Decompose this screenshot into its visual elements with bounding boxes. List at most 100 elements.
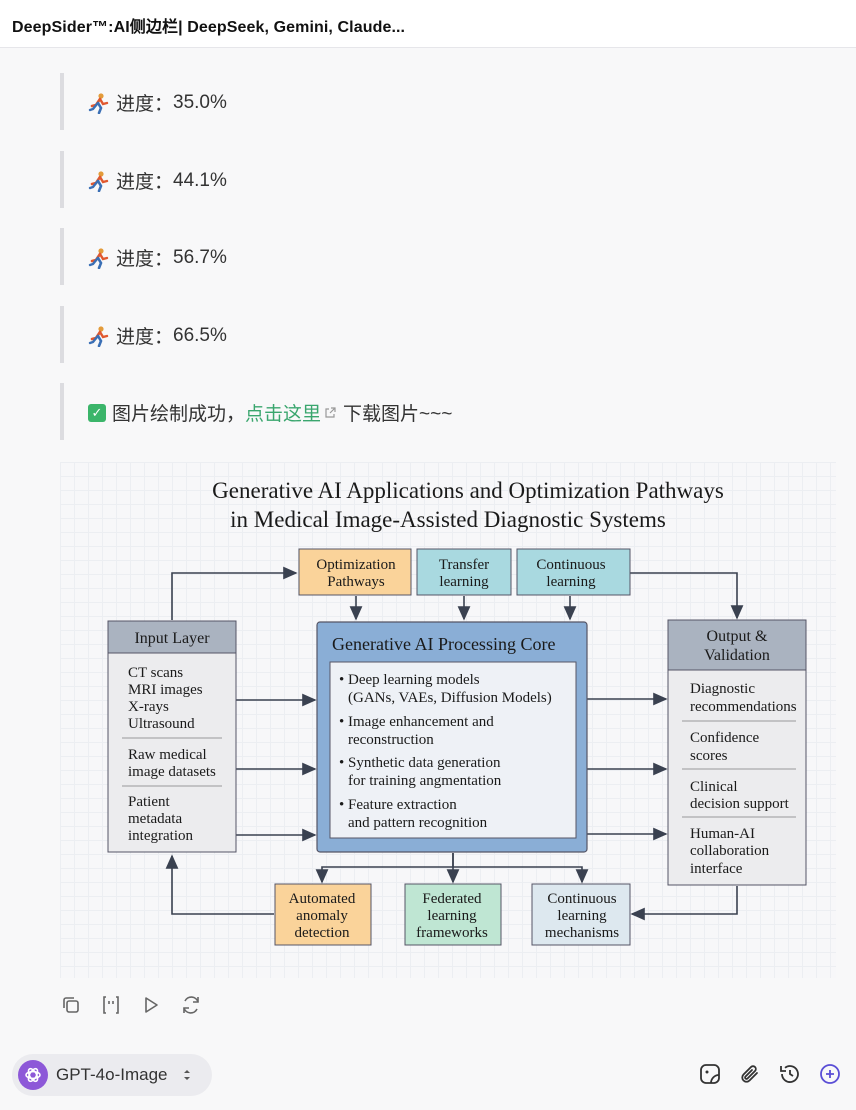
success-block: ✓ 图片绘制成功， 点击这里 下载图片~~~ [60, 383, 480, 440]
bottom-box-federated: Federated learning frameworks [404, 883, 502, 946]
running-person-icon [88, 92, 109, 114]
output-item: scores [690, 748, 728, 764]
progress-label: 进度： [116, 94, 174, 115]
app-title: DeepSider™:AI侧边栏| DeepSeek, Gemini, Clau… [12, 19, 406, 36]
sort-chevrons-icon [183, 1070, 190, 1080]
top-box-continuous: Continuous learning [516, 548, 631, 596]
input-item: CT scans [128, 665, 183, 681]
core-item: Synthetic data generation [348, 755, 501, 771]
svg-text:•: • [339, 755, 344, 771]
bottom-box-text: detection [295, 925, 350, 941]
top-box-text: Transfer [439, 557, 489, 573]
input-item: image datasets [128, 764, 216, 780]
core-item: and pattern recognition [348, 815, 488, 831]
bottom-box-text: anomaly [296, 908, 348, 924]
input-item: X-rays [128, 699, 169, 715]
output-item: recommendations [690, 699, 797, 715]
check-mark-icon: ✓ [88, 403, 106, 422]
input-layer-box: Input Layer CT scans MRI images X-rays U… [107, 620, 237, 853]
top-box-text: learning [439, 574, 489, 590]
top-box-text: Optimization [316, 557, 396, 573]
bottom-box-text: learning [557, 908, 607, 924]
progress-value: 44.1% [173, 169, 227, 191]
progress-block: 进度：35.0% [60, 73, 480, 130]
core-item: Feature extraction [348, 797, 457, 813]
model-name: GPT-4o-Image [56, 1065, 168, 1084]
output-item: decision support [690, 796, 790, 812]
sticker-icon[interactable] [698, 1062, 722, 1086]
bottom-box-text: mechanisms [545, 925, 619, 941]
bottom-box-continuous: Continuous learning mechanisms [531, 883, 631, 946]
openai-logo-icon [18, 1060, 48, 1090]
top-box-text: Pathways [327, 574, 385, 590]
core-item: Deep learning models [348, 672, 480, 688]
quote-icon[interactable] [100, 994, 122, 1016]
model-selector[interactable]: GPT-4o-Image [12, 1054, 212, 1096]
top-box-text: Continuous [536, 557, 605, 573]
history-icon[interactable] [778, 1062, 802, 1086]
new-chat-icon[interactable] [818, 1062, 842, 1086]
attach-icon[interactable] [738, 1062, 762, 1086]
core-title: Generative AI Processing Core [332, 634, 555, 654]
progress-label: 进度： [116, 327, 174, 348]
success-text-after: 下载图片~~~ [343, 404, 453, 425]
progress-value: 66.5% [173, 324, 227, 346]
output-item: Confidence [690, 730, 759, 746]
output-item: Clinical [690, 779, 738, 795]
copy-icon[interactable] [60, 994, 82, 1016]
input-item: Patient [128, 794, 170, 810]
progress-label: 进度： [116, 249, 174, 270]
input-item: Raw medical [128, 747, 207, 763]
bottom-box-text: frameworks [416, 925, 488, 941]
core-item: reconstruction [348, 732, 434, 748]
progress-label: 进度： [116, 172, 174, 193]
running-person-icon [88, 170, 109, 192]
input-item: metadata [128, 811, 182, 827]
svg-text:•: • [339, 672, 344, 688]
refresh-icon[interactable] [180, 994, 202, 1016]
output-title: Validation [704, 647, 770, 664]
running-person-icon [88, 325, 109, 347]
generated-diagram-image[interactable]: Generative AI Applications and Optimizat… [60, 462, 836, 978]
input-item: integration [128, 828, 193, 844]
bottom-box-text: Automated [289, 891, 356, 907]
progress-block: 进度：56.7% [60, 228, 480, 285]
output-title: Output & [707, 628, 768, 645]
play-icon[interactable] [140, 994, 162, 1016]
bottom-box-text: Continuous [547, 891, 616, 907]
bottom-box-text: Federated [422, 891, 482, 907]
top-box-transfer: Transfer learning [416, 548, 512, 596]
diagram-title-line2: in Medical Image-Assisted Diagnostic Sys… [230, 507, 666, 532]
input-item: Ultrasound [128, 716, 195, 732]
core-item: Image enhancement and [348, 714, 494, 730]
output-item: interface [690, 861, 743, 877]
app-header: DeepSider™:AI侧边栏| DeepSeek, Gemini, Clau… [0, 0, 856, 48]
top-box-text: learning [546, 574, 596, 590]
success-text: 图片绘制成功， [112, 404, 246, 425]
progress-block: 进度：44.1% [60, 151, 480, 208]
core-item: (GANs, VAEs, Diffusion Models) [348, 690, 552, 706]
diagram-title-line1: Generative AI Applications and Optimizat… [212, 478, 724, 503]
output-validation-box: Output & Validation Diagnostic recommend… [667, 619, 807, 886]
core-item: for training angmentation [348, 773, 502, 789]
bottom-box-text: learning [427, 908, 477, 924]
progress-value: 56.7% [173, 246, 227, 268]
output-item: Human-AI [690, 826, 755, 842]
output-item: collaboration [690, 843, 770, 859]
composer-tools [698, 1062, 842, 1086]
svg-text:•: • [339, 797, 344, 813]
progress-value: 35.0% [173, 91, 227, 113]
input-item: MRI images [128, 682, 203, 698]
download-link[interactable]: 点击这里 [245, 404, 322, 425]
input-layer-title: Input Layer [134, 630, 210, 647]
message-actions [60, 994, 202, 1016]
top-box-optimization: Optimization Pathways [298, 548, 412, 596]
progress-block: 进度：66.5% [60, 306, 480, 363]
diagram-svg: Generative AI Applications and Optimizat… [107, 478, 807, 946]
bottom-box-automated: Automated anomaly detection [274, 883, 372, 946]
running-person-icon [88, 247, 109, 269]
output-item: Diagnostic [690, 681, 755, 697]
processing-core-box: Generative AI Processing Core • Deep lea… [316, 621, 588, 853]
svg-text:•: • [339, 714, 344, 730]
external-link-icon[interactable] [323, 406, 337, 420]
